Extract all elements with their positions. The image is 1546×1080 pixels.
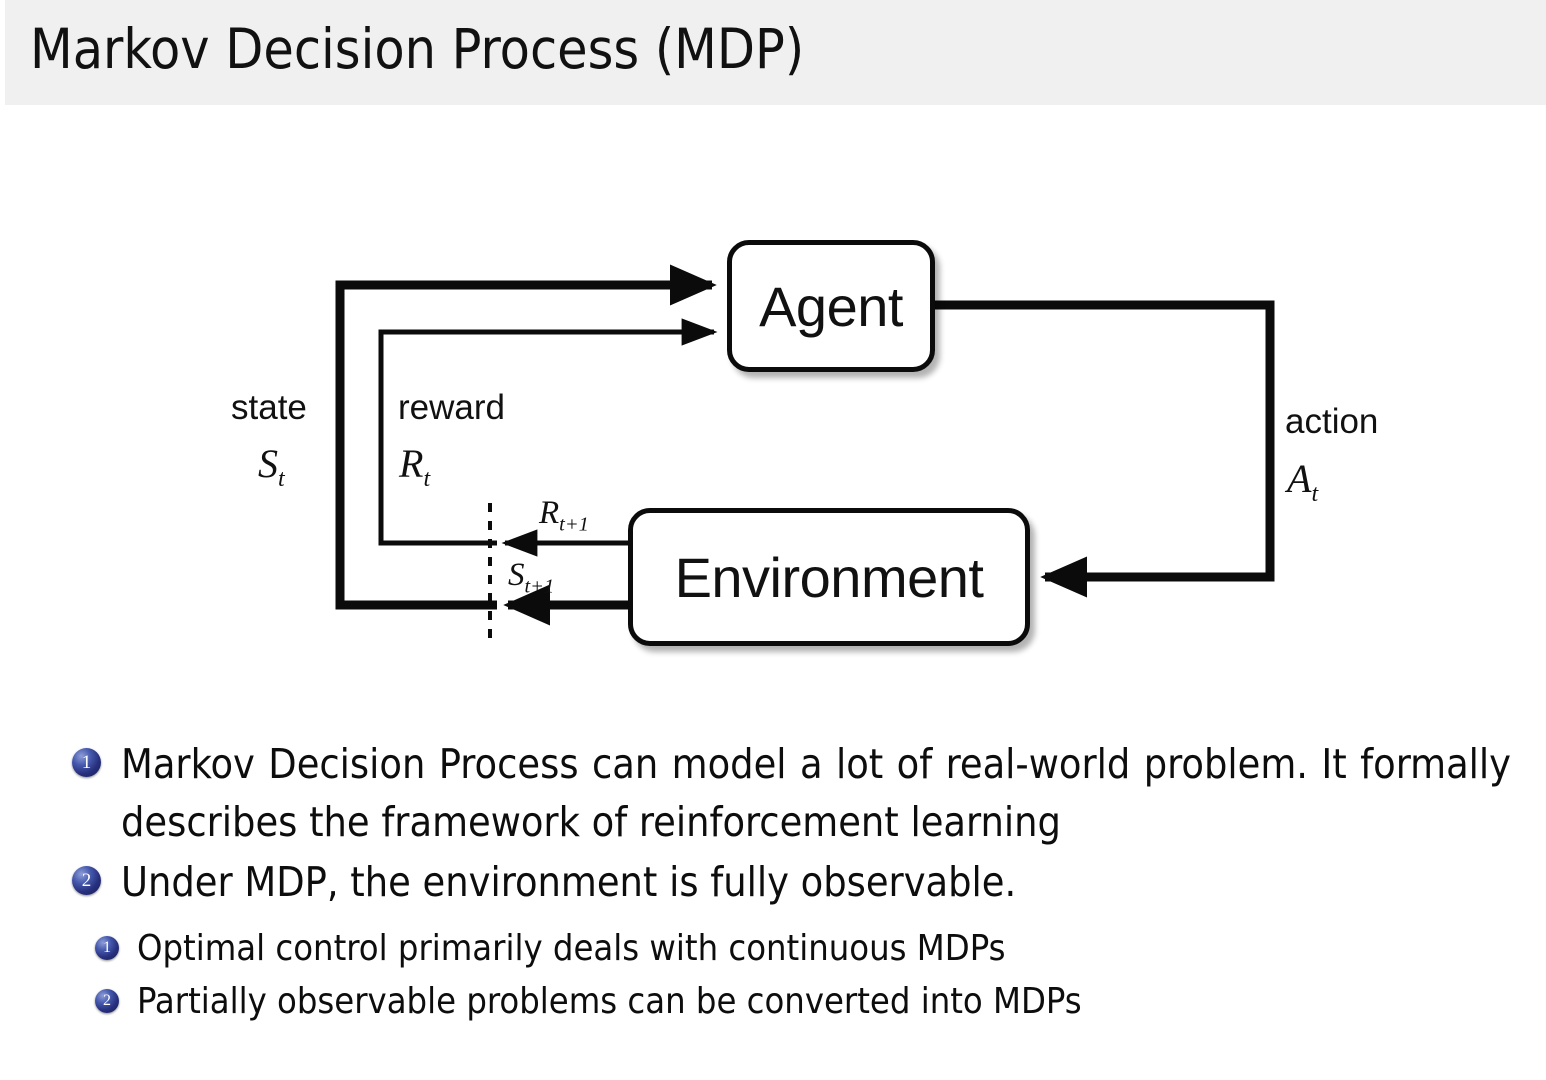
next-reward-base: R [539,495,560,531]
list-item: 2 Under MDP, the environment is fully ob… [72,853,1546,911]
slide-header: Markov Decision Process (MDP) [5,0,1546,105]
sub-bullet-number-badge: 1 [95,936,119,960]
reward-symbol-base: R [399,441,424,486]
bullet-number-badge: 2 [72,866,101,895]
list-item: 1 Markov Decision Process can model a lo… [72,735,1546,851]
sub-list-item: 2 Partially observable problems can be c… [95,976,1546,1028]
next-state-symbol-label: St+1 [508,557,554,599]
reward-loop-path [378,318,718,546]
page-title: Markov Decision Process (MDP) [30,17,805,81]
agent-node: Agent [727,240,935,372]
sub-bullet-list: 1 Optimal control primarily deals with c… [95,923,1546,1028]
next-state-sub: t+1 [524,575,555,598]
environment-node-label: Environment [674,545,984,609]
list-item-text: Under MDP, the environment is fully obse… [121,858,1017,906]
action-symbol-label: At [1287,455,1318,508]
diagram-connectors [335,264,1275,643]
list-item-text: Markov Decision Process can model a lot … [121,740,1511,846]
bullet-list: 1 Markov Decision Process can model a lo… [0,735,1546,1029]
sub-list-item-text: Partially observable problems can be con… [137,981,1082,1022]
reward-symbol-label: Rt [399,440,430,493]
action-loop-path [935,300,1275,598]
state-symbol-sub: t [278,466,285,492]
next-reward-sub: t+1 [559,513,589,536]
sub-bullet-number-badge: 2 [95,989,119,1013]
state-symbol-label: St [258,440,285,493]
next-state-base: S [508,557,525,593]
action-label: action [1285,402,1379,441]
state-label: state [231,388,307,427]
sub-list-item: 1 Optimal control primarily deals with c… [95,923,1546,975]
state-symbol-base: S [258,441,278,486]
action-symbol-sub: t [1311,481,1319,507]
reward-label: reward [398,388,505,427]
agent-node-label: Agent [759,274,903,338]
action-symbol-base: A [1287,456,1312,501]
state-loop-path [335,264,717,610]
next-reward-symbol-label: Rt+1 [539,495,589,537]
sub-list-item-text: Optimal control primarily deals with con… [137,928,1006,969]
mdp-agent-environment-diagram: Agent Environment state St reward Rt act… [0,105,1546,705]
bullet-number-badge: 1 [72,748,101,777]
environment-node: Environment [628,508,1030,646]
reward-symbol-sub: t [423,466,431,492]
